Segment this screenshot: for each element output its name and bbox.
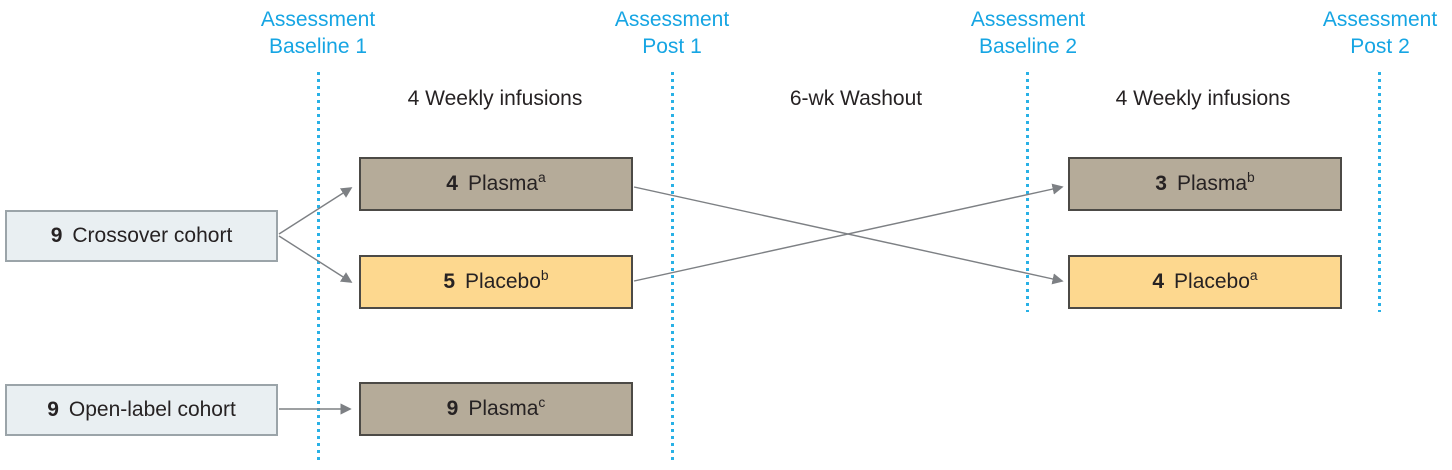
timeline-label-post-1: Assessment Post 1 [562,6,782,60]
arm-count: 9 [446,397,459,420]
arm-box-placebo-period2: 4 Placeboa [1068,255,1342,309]
timeline-label-baseline-1: Assessment Baseline 1 [208,6,428,60]
timeline-label-line1: Assessment [970,8,1086,31]
arm-count: 5 [443,270,456,293]
timeline-label-line2: Post 1 [642,35,702,58]
arrow-plasma-to-placebo-crossover [633,186,1064,285]
arm-label: Plasmab [1176,169,1255,195]
arm-label: Plasmaa [467,169,546,195]
arm-count: 3 [1155,172,1167,195]
assessment-line-post-2 [1378,72,1381,312]
timeline-label-line2: Baseline 1 [268,35,368,58]
arm-label: Placeboa [1174,267,1258,293]
assessment-line-baseline-1 [317,72,320,462]
timeline-label-line1: Assessment [260,8,376,31]
arm-footnote: b [540,267,549,283]
arm-box-plasma-period1: 4 Plasmaa [359,157,633,211]
arm-box-plasma-period2: 3 Plasmab [1068,157,1342,211]
arm-label: Plasmac [468,394,546,420]
timeline-label-line2: Baseline 2 [978,35,1078,58]
phase-label-washout: 6-wk Washout [789,87,923,110]
assessment-line-baseline-2 [1026,72,1029,312]
arm-footnote: a [538,169,546,185]
arm-count: 4 [446,172,458,195]
arrow-crossover-to-placebo [278,235,353,283]
arm-footnote: b [1247,169,1255,185]
arm-box-placebo-period1: 5 Placebob [359,255,633,309]
arm-label: Placebob [465,267,549,293]
phase-label-infusions-1: 4 Weekly infusions [407,87,583,110]
cohort-count: 9 [50,224,63,247]
timeline-label-line2: Post 2 [1350,35,1410,58]
phase-label-infusions-2: 4 Weekly infusions [1115,87,1291,110]
arm-footnote: c [538,394,546,410]
arrow-crossover-to-plasma [278,187,353,235]
arrow-placebo-to-plasma-crossover [633,183,1064,282]
cohort-box-open-label: 9 Open-label cohort [5,384,278,436]
timeline-label-post-2: Assessment Post 2 [1270,6,1452,60]
arm-count: 4 [1152,270,1165,293]
cohort-label: Open-label cohort [68,398,236,421]
arm-box-plasma-open-label: 9 Plasmac [359,382,633,436]
assessment-line-post-1 [671,72,674,462]
timeline-label-line1: Assessment [614,8,730,31]
timeline-label-line1: Assessment [1322,8,1438,31]
cohort-label: Crossover cohort [72,224,233,247]
cohort-box-crossover: 9 Crossover cohort [5,210,278,262]
cohort-count: 9 [47,398,59,421]
arm-footnote: a [1249,267,1258,283]
timeline-label-baseline-2: Assessment Baseline 2 [918,6,1138,60]
